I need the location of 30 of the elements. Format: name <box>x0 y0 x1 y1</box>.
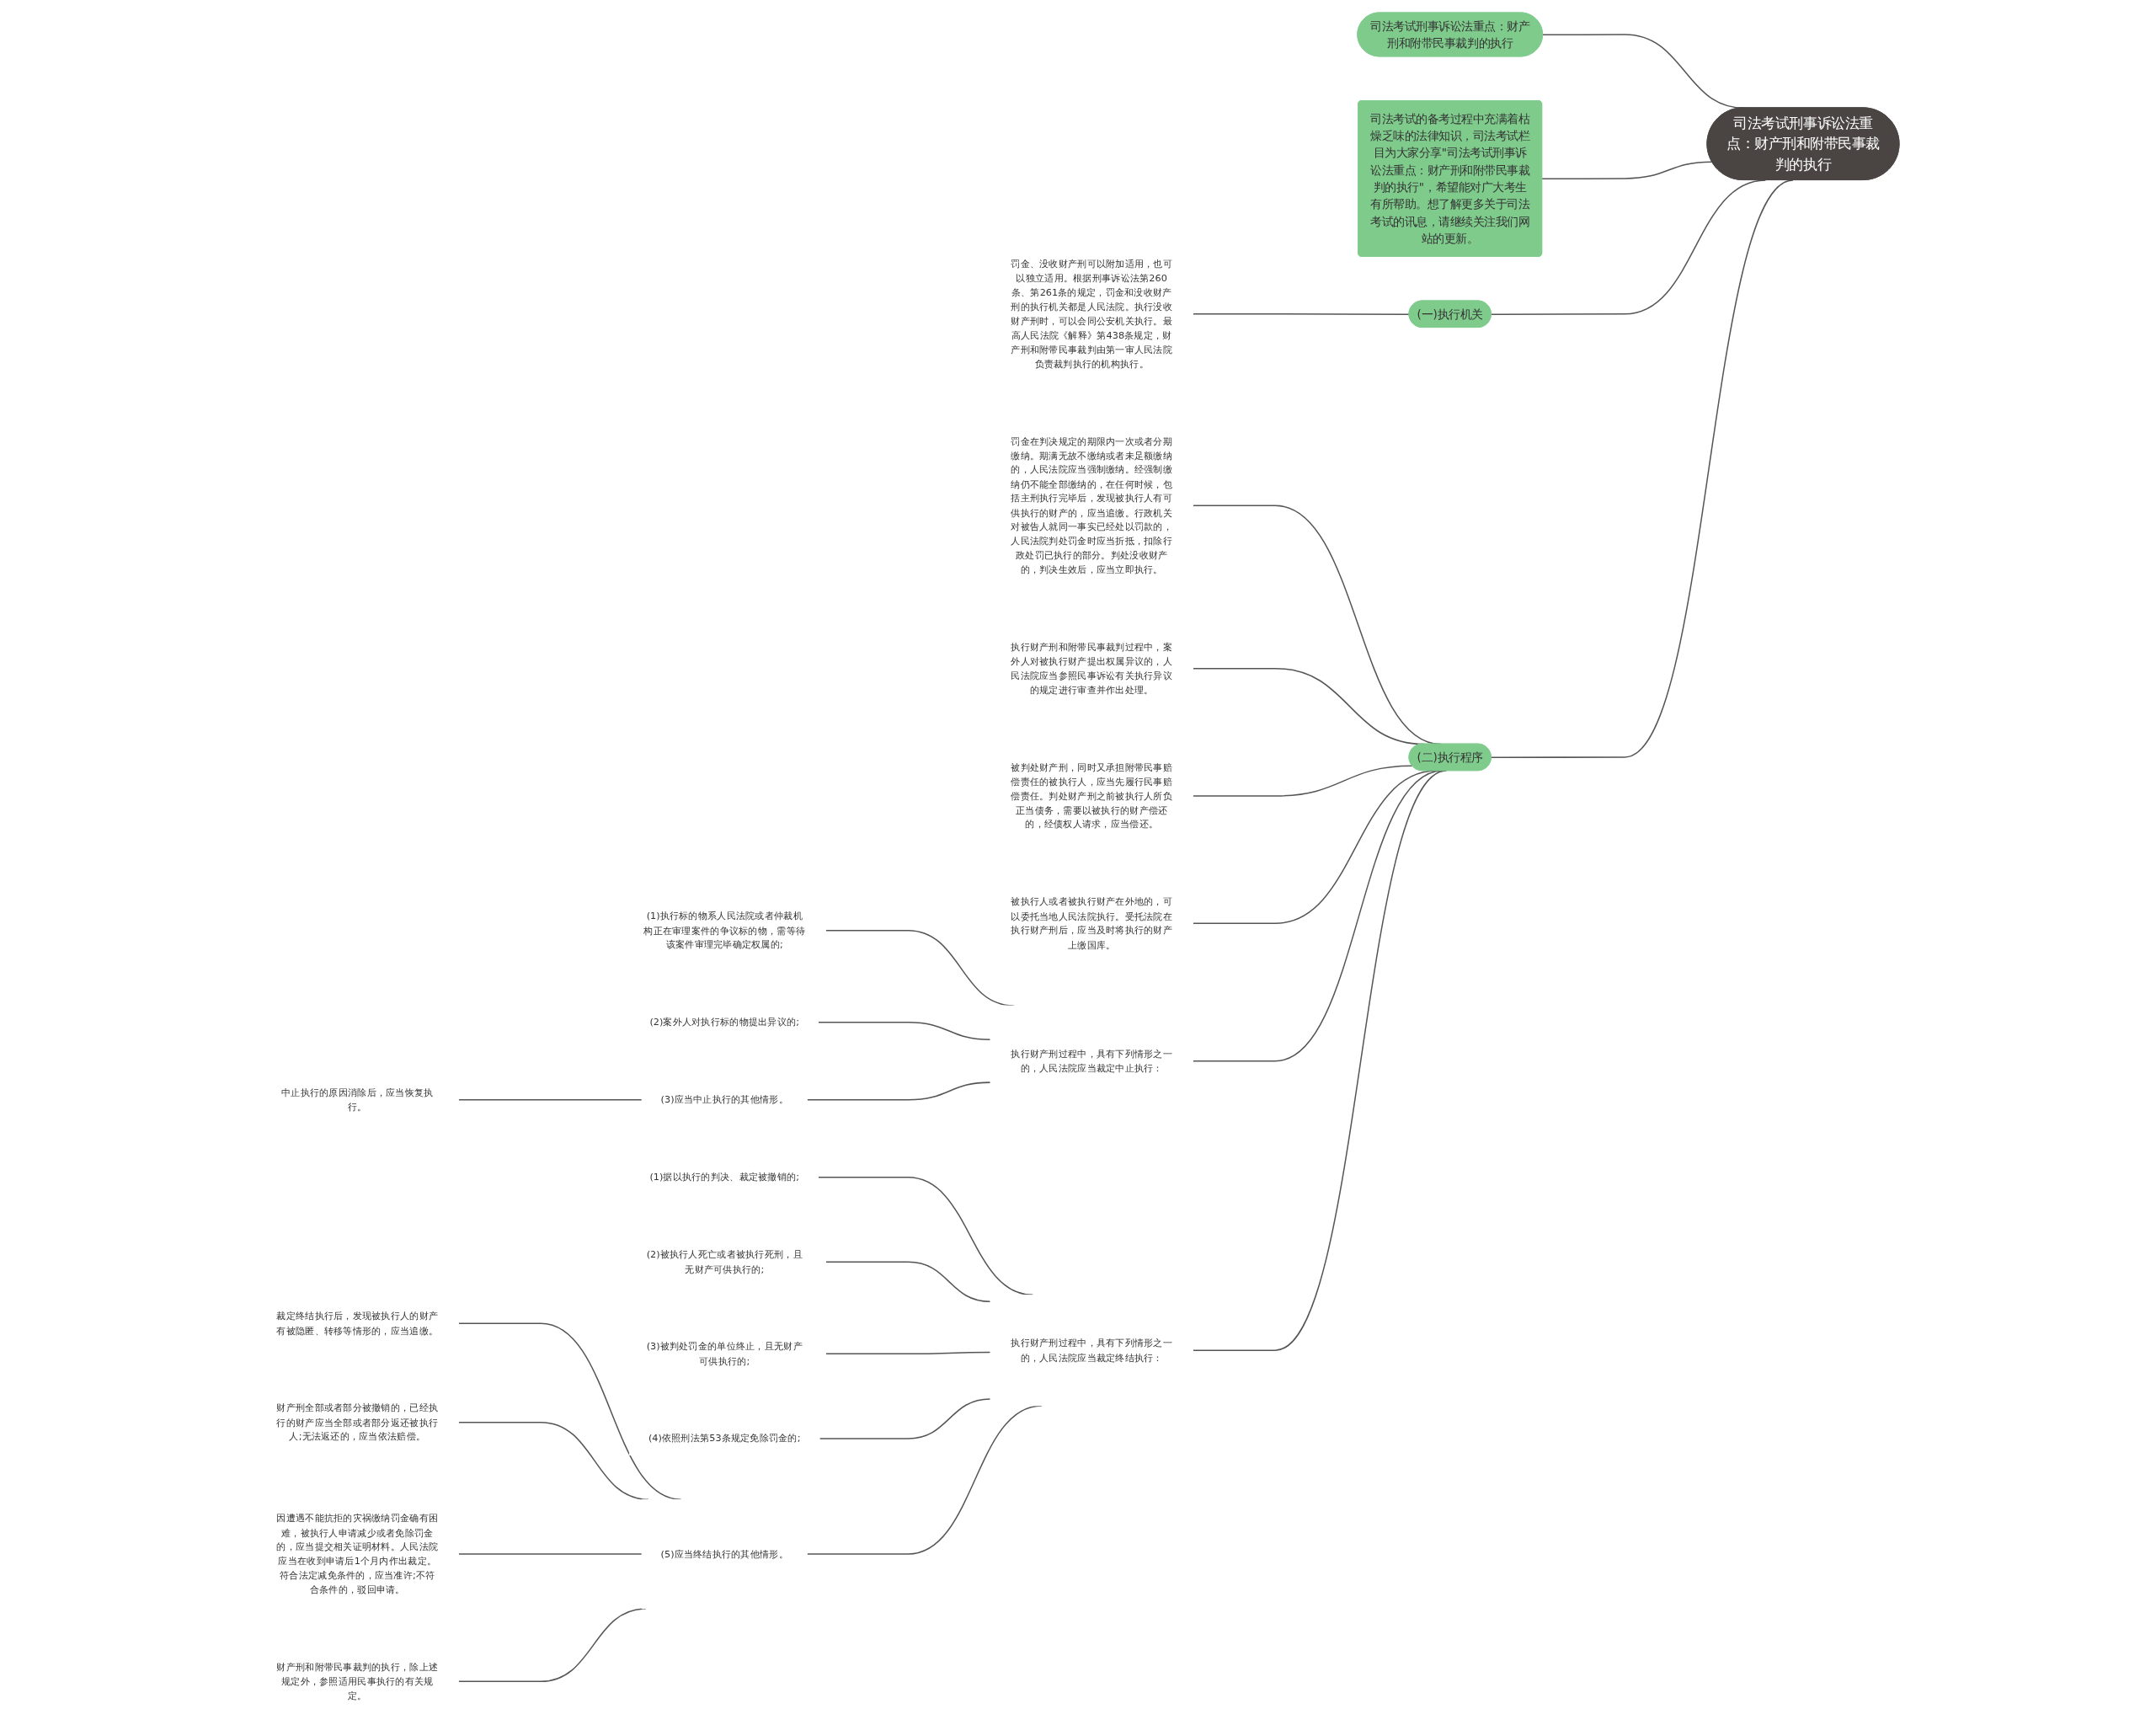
node-text: (2)案外人对执行标的物提出异议的; <box>649 1016 800 1028</box>
connector <box>458 1099 643 1101</box>
connector <box>458 1553 643 1555</box>
node-text: (1)据以执行的判决、裁定被撤销的; <box>649 1171 800 1183</box>
connector <box>1193 313 1411 315</box>
node-text: 中止执行的原因消除后，应当恢复执行。 <box>281 1087 434 1113</box>
connector <box>825 1351 992 1355</box>
node-text: 被判处财产刑，同时又承担附带民事赔偿责任的被执行人，应当先履行民事赔偿责任。判处财产刑之前被执行人所负正当债务，需要以被执行的财产偿还的，经债权人请求，应当偿还。 <box>1011 761 1173 830</box>
node-text: (2)被执行人死亡或者被执行死刑，且无财产可供执行的; <box>647 1248 803 1275</box>
node-text: 因遭遇不能抗拒的灾祸缴纳罚金确有困难，被执行人申请减少或者免除罚金的，应当提交相关证明材料。人民法院应当在收到申请后1个月内作出裁定。符合法定减免条件的，应当准许;不符合条件的，驳回申请。 <box>276 1512 439 1595</box>
node-text: 罚金在判决规定的期限内一次或者分期缴纳。期满无故不缴纳或者未足额缴纳的，人民法院应当强制缴纳。经强制缴纳仍不能全部缴纳的，在任何时候，包括主刑执行完毕后，发现被执行人有可供执行的财产的，应当追缴。行政机关对被告人就同一事实已经处以罚款的，人民法院判处罚金时应当折抵，扣除行政处罚已执行的部分。判处没收财产的，判决生效后，应当立即执行。 <box>1011 435 1173 575</box>
connector <box>819 1398 992 1439</box>
node-text: (1)执行标的物系人民法院或者仲裁机构正在审理案件的争议标的物，需等待该案件审理完毕确定权属的; <box>643 910 806 951</box>
node-text: (4)依照刑法第53条规定免除罚金的; <box>648 1432 802 1445</box>
node-text: 执行财产刑和附带民事裁判过程中，案外人对被执行财产提出权属异议的，人民法院应当参照民事诉讼有关执行异议的规定进行审查并作出处理。 <box>1011 641 1173 696</box>
node-text: 执行财产刑过程中，具有下列情形之一的，人民法院应当裁定中止执行： <box>1011 1048 1173 1074</box>
node-text: 财产刑和附带民事裁判的执行，除上述规定外，参照适用民事执行的有关规定。 <box>276 1661 439 1701</box>
connector <box>825 1261 992 1303</box>
connector <box>1541 161 1714 180</box>
node-text: (3)被判处罚金的单位终止，且无财产可供执行的; <box>647 1340 803 1367</box>
node-text: (3)应当中止执行的其他情形。 <box>661 1093 789 1106</box>
connector <box>818 1021 992 1041</box>
node-text: 执行财产刑过程中，具有下列情形之一的，人民法院应当裁定终结执行： <box>1011 1337 1173 1364</box>
node-text: 裁定终结执行后，发现被执行人的财产有被隐匿、转移等情形的，应当追缴。 <box>276 1310 439 1337</box>
node-text: 财产刑全部或者部分被撤销的，已经执行的财产应当全部或者部分返还被执行人;无法返还的，应当依法赔偿。 <box>276 1402 439 1443</box>
connector <box>1193 765 1414 797</box>
node-text: (5)应当终结执行的其他情形。 <box>661 1548 789 1560</box>
connector <box>807 1081 992 1101</box>
node-text: 被执行人或者被执行财产在外地的，可以委托当地人民法院执行。受托法院在执行财产刑后，应当及时将执行的财产上缴国库。 <box>1011 895 1173 951</box>
node-text: 罚金、没收财产刑可以附加适用，也可以独立适用。根据刑事诉讼法第260条、第261条的规定，罚金和没收财产刑的执行机关都是人民法院。执行没收财产刑时，可以会同公安机关执行。最高人民法院《解释》第438条规定，财产刑和附带民事裁判由第一审人民法院负责裁判执行的机构执行。 <box>1011 258 1173 370</box>
